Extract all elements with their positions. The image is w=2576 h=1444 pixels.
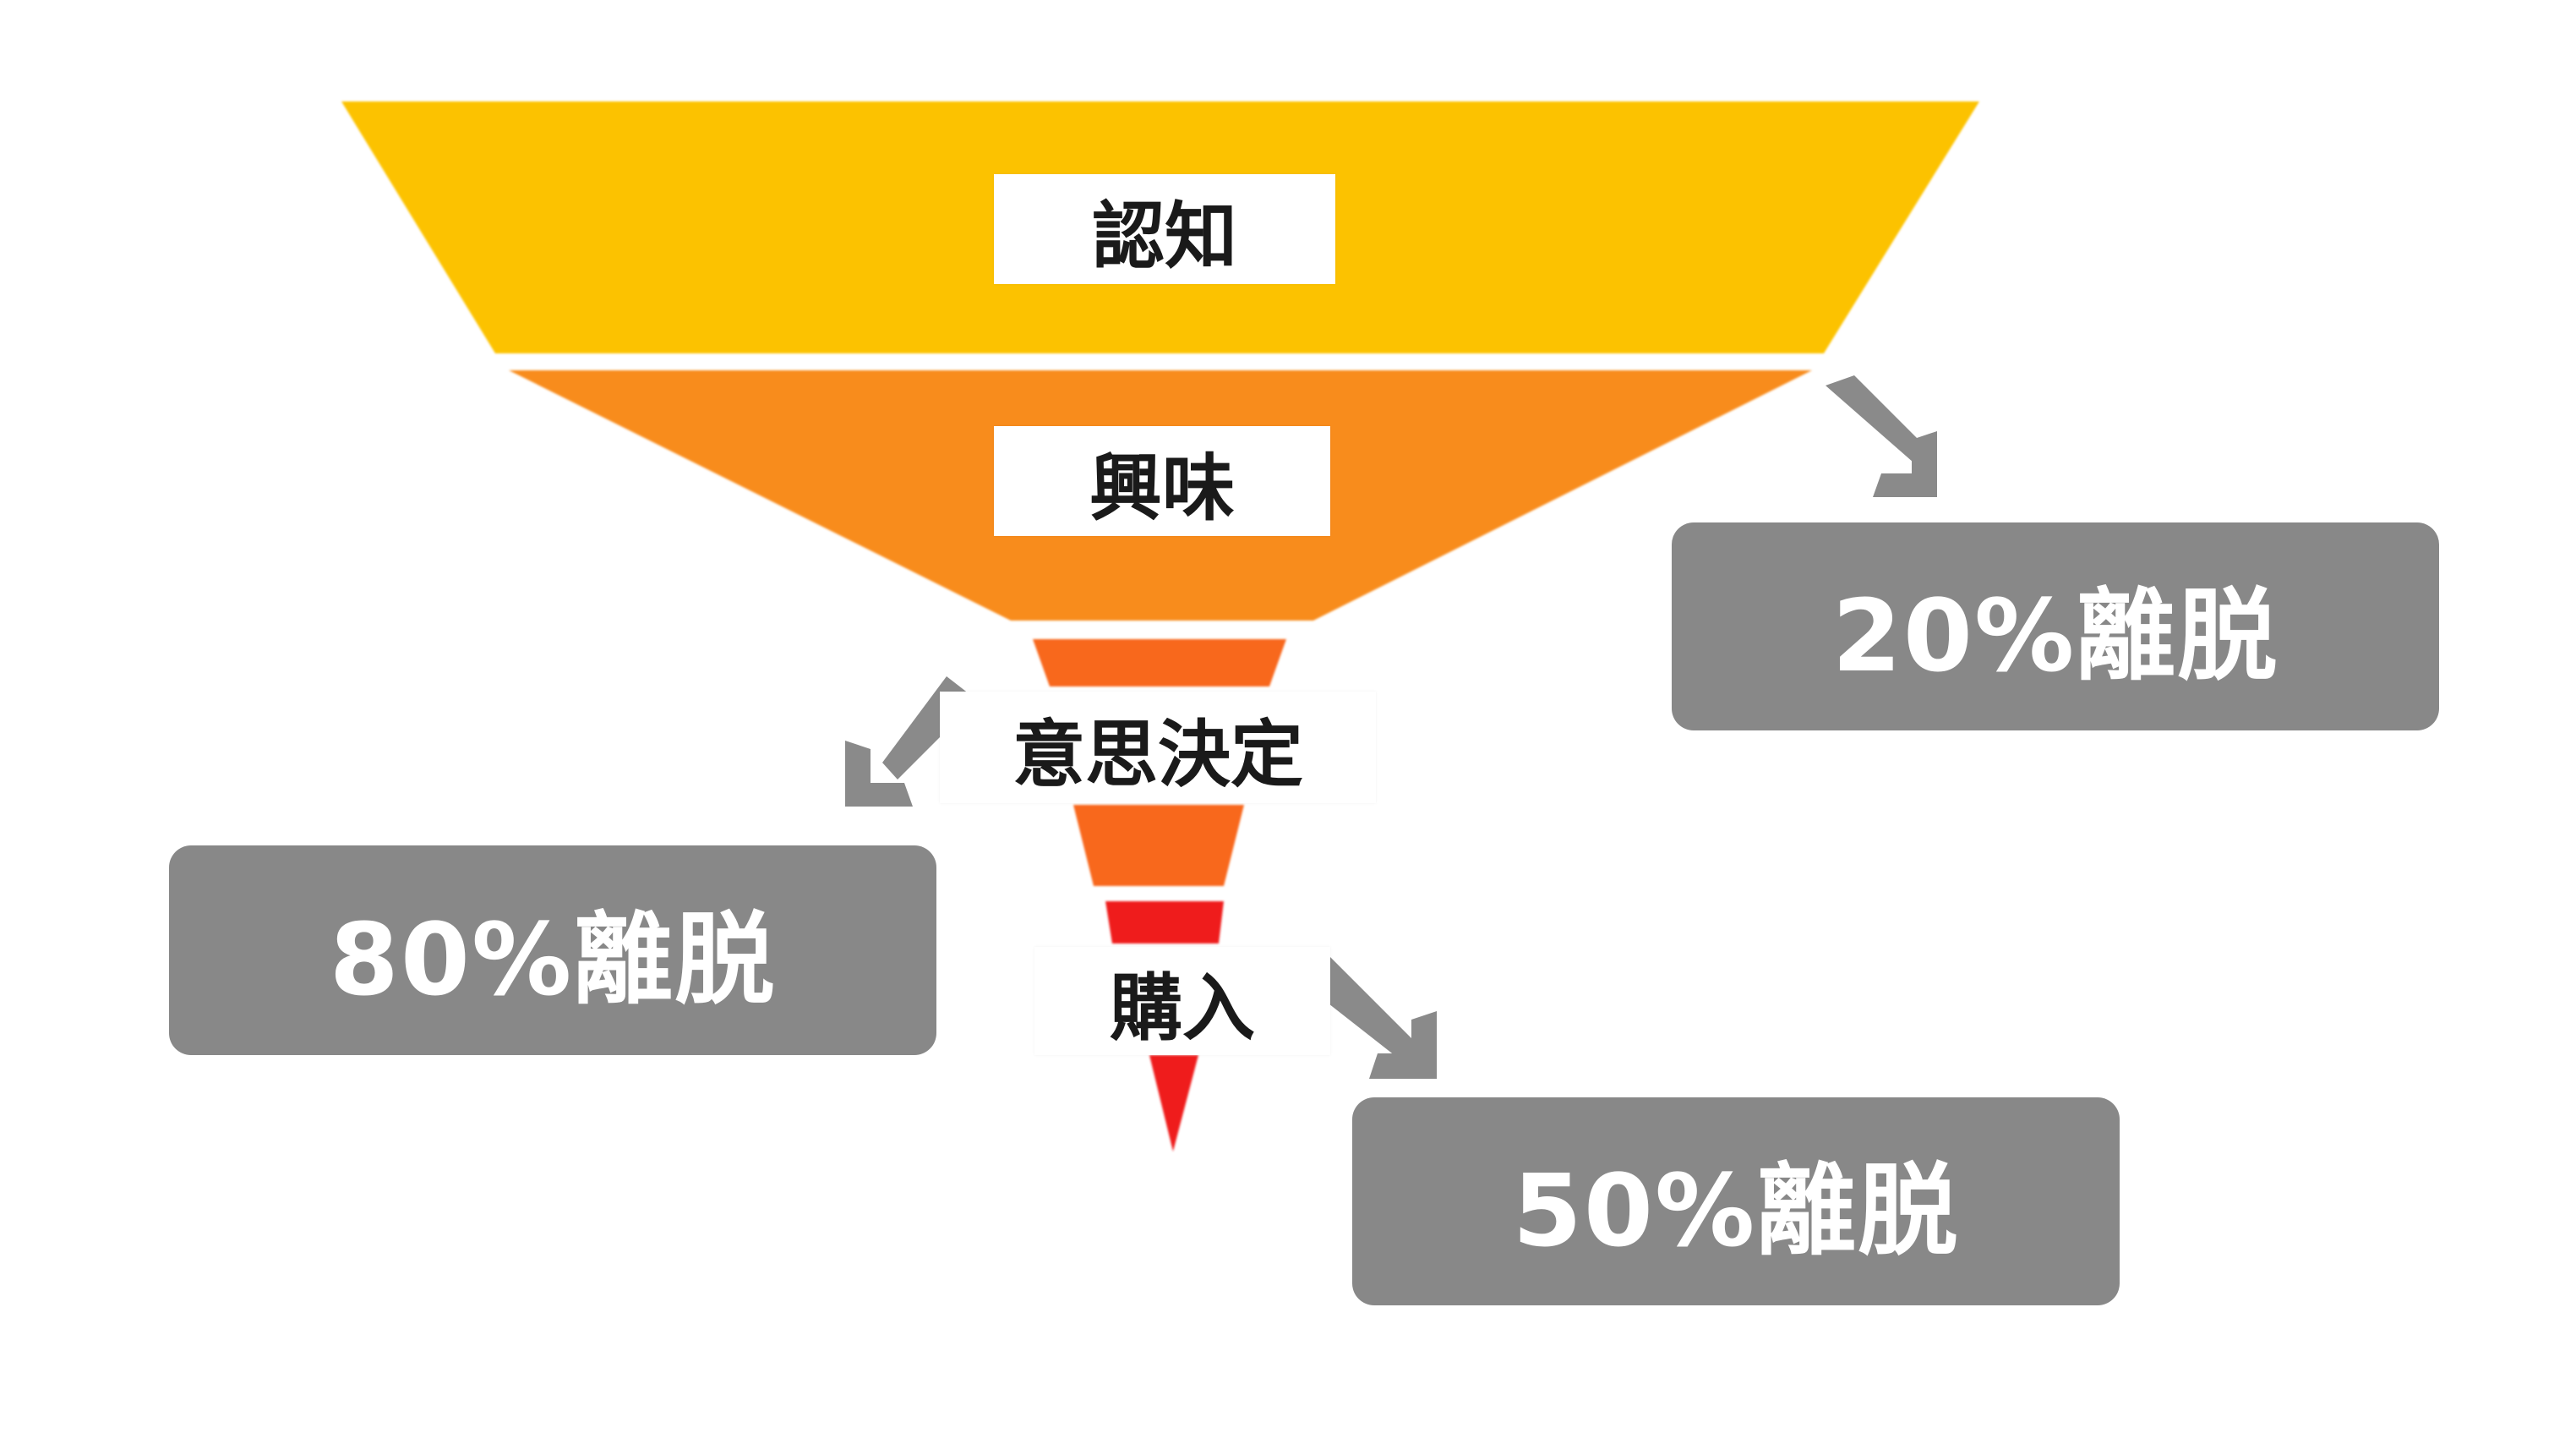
stage-label-awareness: 認知 (994, 174, 1335, 284)
funnel-stage-decision-upper (1033, 639, 1286, 686)
stage-label-purchase: 購入 (1034, 947, 1330, 1055)
stage-label-decision: 意思決定 (940, 692, 1376, 803)
funnel-stage-purchase-upper (1105, 901, 1224, 944)
funnel-stage-decision-lower (1073, 805, 1244, 886)
dropoff-box-20: 20%離脱 (1672, 522, 2439, 730)
stage-label-interest: 興味 (994, 426, 1330, 536)
arrow-dropoff-50-icon (1302, 957, 1437, 1079)
dropoff-box-80: 80%離脱 (169, 845, 936, 1055)
arrow-dropoff-20-icon (1826, 375, 1937, 497)
dropoff-box-50: 50%離脱 (1352, 1097, 2120, 1305)
funnel-stage-purchase-tip (1149, 1055, 1198, 1151)
